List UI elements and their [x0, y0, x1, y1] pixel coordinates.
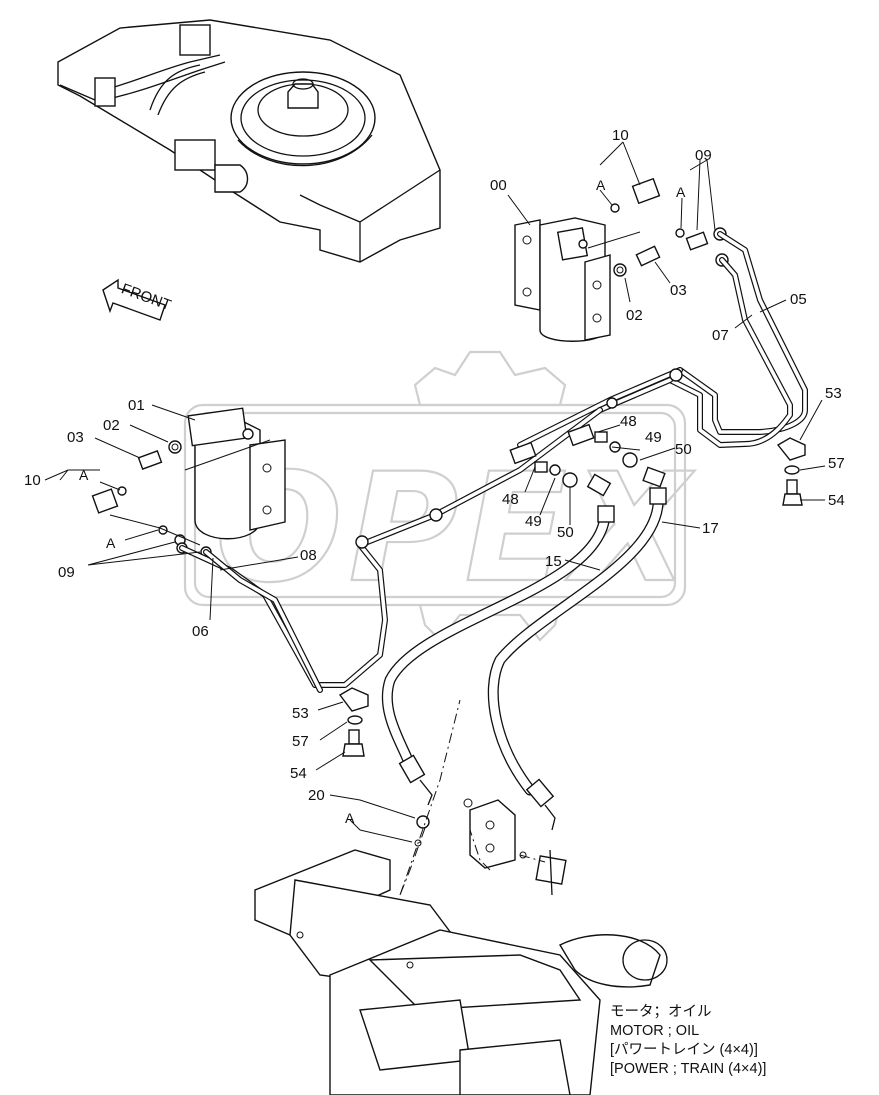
callout-10-right: 10: [612, 127, 629, 144]
drivetrain: [254, 849, 668, 1095]
callout-20: 20: [308, 787, 325, 804]
callout-01: 01: [128, 397, 145, 414]
callout-06: 06: [192, 623, 209, 640]
front-arrow: FRONT: [102, 278, 173, 321]
callout-00: 00: [490, 177, 507, 194]
callout-48-right: 48: [620, 413, 637, 430]
callout-a-left-2: A: [106, 535, 116, 551]
fittings-right: [610, 177, 729, 277]
callout-07: 07: [712, 327, 729, 344]
note-line-4-text: POWER ; TRAIN (4×4): [614, 1061, 763, 1077]
leader-lines: [44, 141, 826, 896]
callout-57-right: 57: [828, 455, 845, 472]
fittings-48-49-50: [355, 368, 683, 549]
pipe-06-08: [179, 407, 603, 693]
callout-49-left: 49: [525, 513, 542, 530]
clamp-left: [338, 687, 369, 757]
callout-a-right-1: A: [596, 177, 606, 193]
callout-53-right: 53: [825, 385, 842, 402]
part-01-filter-assembly: [187, 407, 286, 540]
callout-a-bottom: A: [345, 810, 355, 826]
callout-50-right: 50: [675, 441, 692, 458]
callout-15: 15: [545, 553, 562, 570]
note-line-2: MOTOR ; OIL: [610, 1023, 700, 1039]
callout-05: 05: [790, 291, 807, 308]
callout-a-left-1: A: [79, 467, 89, 483]
callout-08: 08: [300, 547, 317, 564]
note-line-4: [POWER ; TRAIN (4×4)]: [610, 1061, 767, 1077]
machine-frame: [57, 19, 441, 263]
watermark: OPEX: [183, 350, 695, 642]
bottom-valve: [414, 798, 567, 896]
callout-09-right: 09: [695, 147, 712, 164]
note-line-3-text: パワートレイン (4×4): [614, 1042, 754, 1058]
callout-48-left: 48: [502, 491, 519, 508]
callout-50-left: 50: [557, 524, 574, 541]
callout-09-left: 09: [58, 564, 75, 581]
note-line-1: モータ；オイル: [610, 1004, 712, 1020]
callout-a-right-2: A: [676, 184, 686, 200]
callout-02-right: 02: [626, 307, 643, 324]
callout-54-left: 54: [290, 765, 307, 782]
callout-03-right: 03: [670, 282, 687, 299]
callout-03-left: 03: [67, 429, 84, 446]
callout-54-right: 54: [828, 492, 845, 509]
callout-57-left: 57: [292, 733, 309, 750]
callout-02-left: 02: [103, 417, 120, 434]
note-line-3: [パワートレイン (4×4)]: [610, 1042, 758, 1058]
legend-note: モータ；オイル MOTOR ; OIL [パワートレイン (4×4)] [POW…: [610, 1003, 766, 1079]
callout-17: 17: [702, 520, 719, 537]
callout-labels: 00 10 A 09 A 03 02 05 07 53 57 54 01 02 …: [24, 127, 845, 826]
callout-10-left: 10: [24, 472, 41, 489]
part-00-filter-assembly: [514, 217, 611, 342]
hose-15-17: [381, 466, 667, 831]
callout-53-left: 53: [292, 705, 309, 722]
callout-49-right: 49: [645, 429, 662, 446]
pipe-05-07: [517, 231, 808, 448]
clamp-right: [776, 437, 806, 506]
watermark-text: OPEX: [215, 442, 695, 616]
